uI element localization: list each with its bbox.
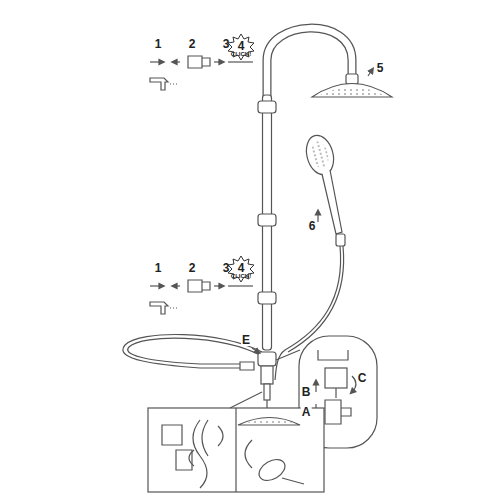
- callout-number: 3: [223, 262, 230, 274]
- callout-number: E: [241, 334, 251, 346]
- callout-number: 4: [238, 262, 245, 274]
- callout-number: 5: [377, 62, 384, 74]
- callout-number: 3: [223, 38, 230, 50]
- callout-number: 6: [309, 220, 316, 232]
- callout-number: 1: [155, 38, 162, 50]
- callout-number: A: [301, 406, 312, 418]
- callout-number: B: [301, 386, 312, 398]
- click-note: CLICK!: [231, 273, 251, 279]
- callout-number: C: [357, 372, 368, 384]
- callout-number: 4: [238, 40, 245, 52]
- callout-number: 1: [155, 262, 162, 274]
- callout-number: 2: [189, 38, 196, 50]
- callout-number: 2: [189, 262, 196, 274]
- click-note: CLICK!: [231, 51, 251, 57]
